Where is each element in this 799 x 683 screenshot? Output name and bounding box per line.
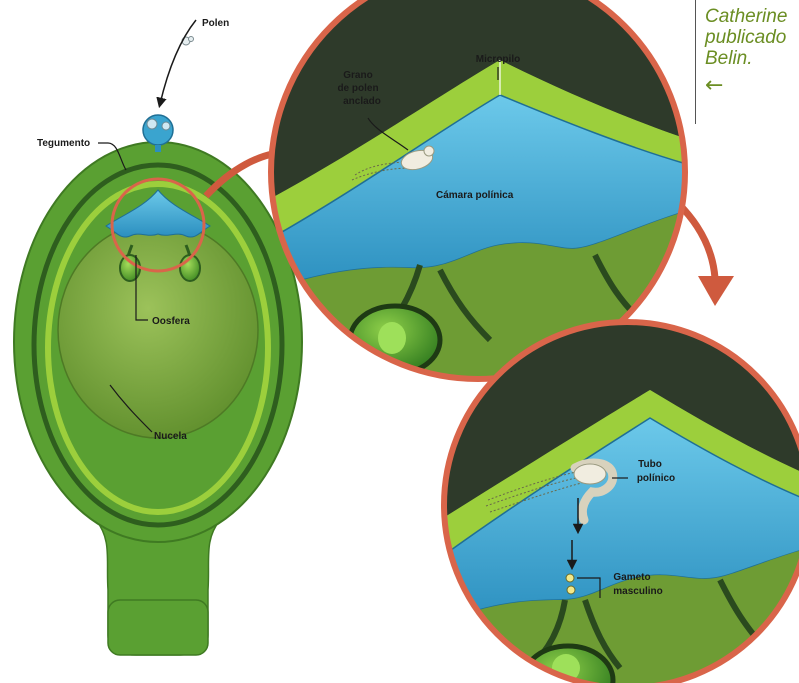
label-grano-3: anclado [343,96,381,107]
label-tegumento: Tegumento [37,138,90,149]
zoom-arrow-2-head [698,276,734,306]
ovule-stalk-base [108,600,208,655]
caption-line-2: publicado [705,27,799,48]
male-gamete-2 [567,586,575,594]
label-grano-2: de polen [337,83,378,94]
ovule [14,142,302,655]
caption-box: Catherine publicado Belin. ← [695,0,799,124]
label-tubo-1: Tubo [638,459,662,470]
nucellus [58,222,258,438]
pollen-arrow-icon [160,20,196,104]
label-nucela: Nucela [154,431,187,442]
label-tubo-2: polínico [637,473,675,484]
label-gameto-2: masculino [613,586,662,597]
label-gameto-1: Gameto [613,572,650,583]
left-arrow-icon[interactable]: ← [705,75,799,97]
label-micropilo: Micropilo [476,54,520,65]
label-camara-polinica: Cámara polínica [436,190,514,201]
caption-line-3: Belin. [705,48,799,69]
label-grano-1: Grano [343,70,372,81]
label-polen: Polen [202,18,229,29]
caption-line-1: Catherine [705,6,799,27]
male-gamete-1 [566,574,574,582]
label-oosfera: Oosfera [152,316,190,327]
